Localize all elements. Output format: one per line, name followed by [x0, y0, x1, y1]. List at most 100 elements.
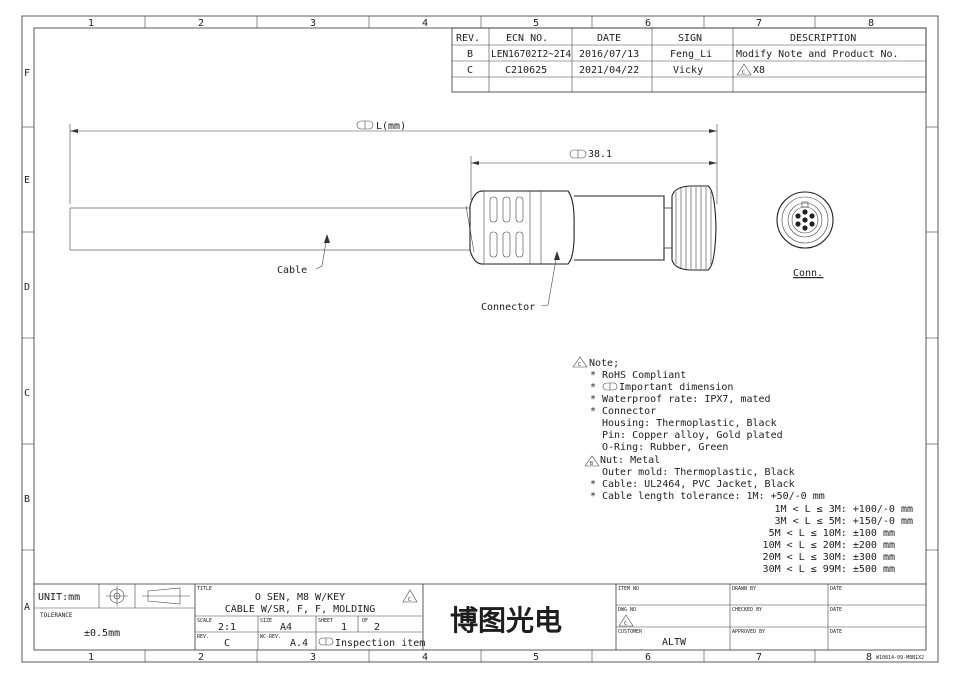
- coupling-nut: [671, 185, 717, 271]
- note-nut-flag: B: [590, 461, 593, 467]
- revision-flag-icon: [402, 589, 418, 603]
- note-line-pin: Pin: Copper alloy, Gold plated: [602, 430, 783, 441]
- note-line-connector: Connector: [602, 406, 656, 417]
- footer-code: W10814-09-M8B1X2: [876, 655, 924, 661]
- note-line-housing: Housing: Thermoplastic, Black: [602, 418, 777, 429]
- wcrev-value: A.4: [290, 638, 308, 649]
- zone-col-bottom-7: 7: [756, 652, 762, 663]
- note-bullet: *: [590, 491, 596, 502]
- zone-col-bottom-1: 1: [88, 652, 94, 663]
- zone-col-bottom-3: 3: [310, 652, 316, 663]
- sheet-label: SHEET: [318, 618, 333, 624]
- rev-header-sign: SIGN: [678, 33, 702, 44]
- note-line-outer-mold: Outer mold: Thermoplastic, Black: [602, 467, 795, 478]
- revision-table: REV. ECN NO. DATE SIGN DESCRIPTION B LEN…: [451, 27, 927, 93]
- zone-col-top-3: 3: [310, 18, 316, 29]
- outer-border: [21, 15, 939, 663]
- note-line-oring: O-Ring: Rubber, Green: [602, 442, 728, 453]
- rev-c-rev: C: [467, 65, 473, 76]
- rev-b-sign: Feng_Li: [670, 49, 712, 60]
- connector-leader: [540, 251, 560, 307]
- conn-view-label: Conn.: [793, 268, 823, 279]
- zone-dividers: [22, 16, 938, 662]
- scale-label: SCALE: [197, 618, 212, 624]
- tolerance-row: 1M < L ≤ 3M: +100/-0 mm: [775, 504, 913, 515]
- zone-row-b: B: [24, 494, 30, 505]
- zone-col-bottom-4: 4: [422, 652, 428, 663]
- approved-by-label: APPROVED BY: [732, 629, 765, 635]
- note-bullet: *: [590, 406, 596, 417]
- note-bullet: *: [590, 479, 596, 490]
- important-dimension-icon: [569, 149, 587, 159]
- wcrev-label: WC-REV.: [260, 634, 281, 640]
- date-label-1: DATE: [830, 586, 842, 592]
- tolerance-label: TOLERANCE: [40, 612, 73, 619]
- rev-c-desc: X8: [753, 65, 765, 76]
- rev-header-ecn: ECN NO.: [506, 33, 548, 44]
- rev-b-ecn: LEN16702I2~2I4: [491, 49, 571, 60]
- of-value: 2: [374, 622, 380, 633]
- unit-label: UNIT:mm: [38, 592, 80, 603]
- rev-c-flag-letter: C: [742, 70, 745, 76]
- important-dimension-icon: [318, 637, 334, 646]
- zone-labels: 1 2 3 4 5 6 7 8 1 2 3 4 5 6 7 8 F E D C …: [24, 18, 874, 663]
- zone-col-top-1: 1: [88, 18, 94, 29]
- note-line-waterproof: Waterproof rate: IPX7, mated: [602, 394, 771, 405]
- rev-b-desc: Modify Note and Product No.: [736, 49, 899, 60]
- dim-length-label: L(mm): [376, 121, 406, 132]
- title-label: TITLE: [197, 586, 212, 592]
- note-header: Note;: [589, 358, 619, 369]
- zone-col-bottom-5: 5: [533, 652, 539, 663]
- drawn-by-label: DRAWN BY: [732, 586, 756, 592]
- size-label: SIZE: [260, 618, 272, 624]
- note-line-nut: Nut: Metal: [600, 455, 660, 466]
- tolerance-value: ±0.5mm: [84, 628, 120, 639]
- dwg-no-label: DWG NO: [618, 607, 636, 613]
- note-bullet: *: [590, 394, 596, 405]
- zone-col-top-6: 6: [645, 18, 651, 29]
- connector-face-view: [776, 191, 834, 249]
- zone-col-top-5: 5: [533, 18, 539, 29]
- dim-connector-label: 38.1: [588, 149, 612, 160]
- title-line-2: CABLE W/SR, F, F, MOLDING: [225, 604, 376, 615]
- connector-body: [469, 190, 673, 265]
- inspection-item: Inspection item: [335, 638, 425, 649]
- zone-col-top-4: 4: [422, 18, 428, 29]
- note-line-length-tolerance: Cable length tolerance: 1M: +50/-0 mm: [602, 491, 825, 502]
- tolerance-row: 3M < L ≤ 5M: +150/-0 mm: [775, 516, 913, 527]
- rev-c-sign: Vicky: [673, 65, 703, 76]
- revision-flag-icon: [736, 63, 752, 76]
- title-line-1: O SEN, M8 W/KEY: [255, 592, 345, 603]
- important-dimension-icon: [356, 120, 374, 130]
- note-bullet: *: [590, 370, 596, 381]
- note-header-flag: C: [578, 362, 581, 368]
- note-line-rohs: RoHS Compliant: [602, 370, 686, 381]
- checked-by-label: CHECKED BY: [732, 607, 762, 613]
- dwg-flag-letter: C: [624, 621, 627, 627]
- important-dimension-icon: [602, 382, 618, 391]
- projection-symbol-icon: [106, 586, 190, 606]
- rev-header-rev: REV.: [456, 33, 480, 44]
- rev-header-date: DATE: [597, 33, 621, 44]
- revision-flag-icon: [572, 356, 588, 368]
- of-label: OF: [362, 618, 368, 624]
- zone-col-bottom-6: 6: [645, 652, 651, 663]
- tolerance-row: 5M < L ≤ 10M: ±100 mm: [769, 528, 895, 539]
- rev-value: C: [224, 638, 230, 649]
- revision-flag-icon: [618, 614, 634, 627]
- date-label-3: DATE: [830, 629, 842, 635]
- note-line-cable: Cable: UL2464, PVC Jacket, Black: [602, 479, 795, 490]
- rev-label: REV.: [197, 634, 209, 640]
- rev-c-date: 2021/04/22: [579, 65, 639, 76]
- tolerance-row: 20M < L ≤ 30M: ±300 mm: [763, 552, 895, 563]
- rev-c-ecn: C210625: [505, 65, 547, 76]
- length-dimension: L(mm): [69, 120, 718, 204]
- cable-body: [69, 205, 475, 253]
- note-bullet: *: [590, 382, 596, 393]
- note-line-important-dimension: Important dimension: [619, 382, 733, 393]
- title-flag-letter: C: [408, 597, 411, 603]
- cable-leader: [315, 234, 330, 270]
- rev-header-desc: DESCRIPTION: [790, 33, 856, 44]
- customer-value: ALTW: [662, 637, 687, 648]
